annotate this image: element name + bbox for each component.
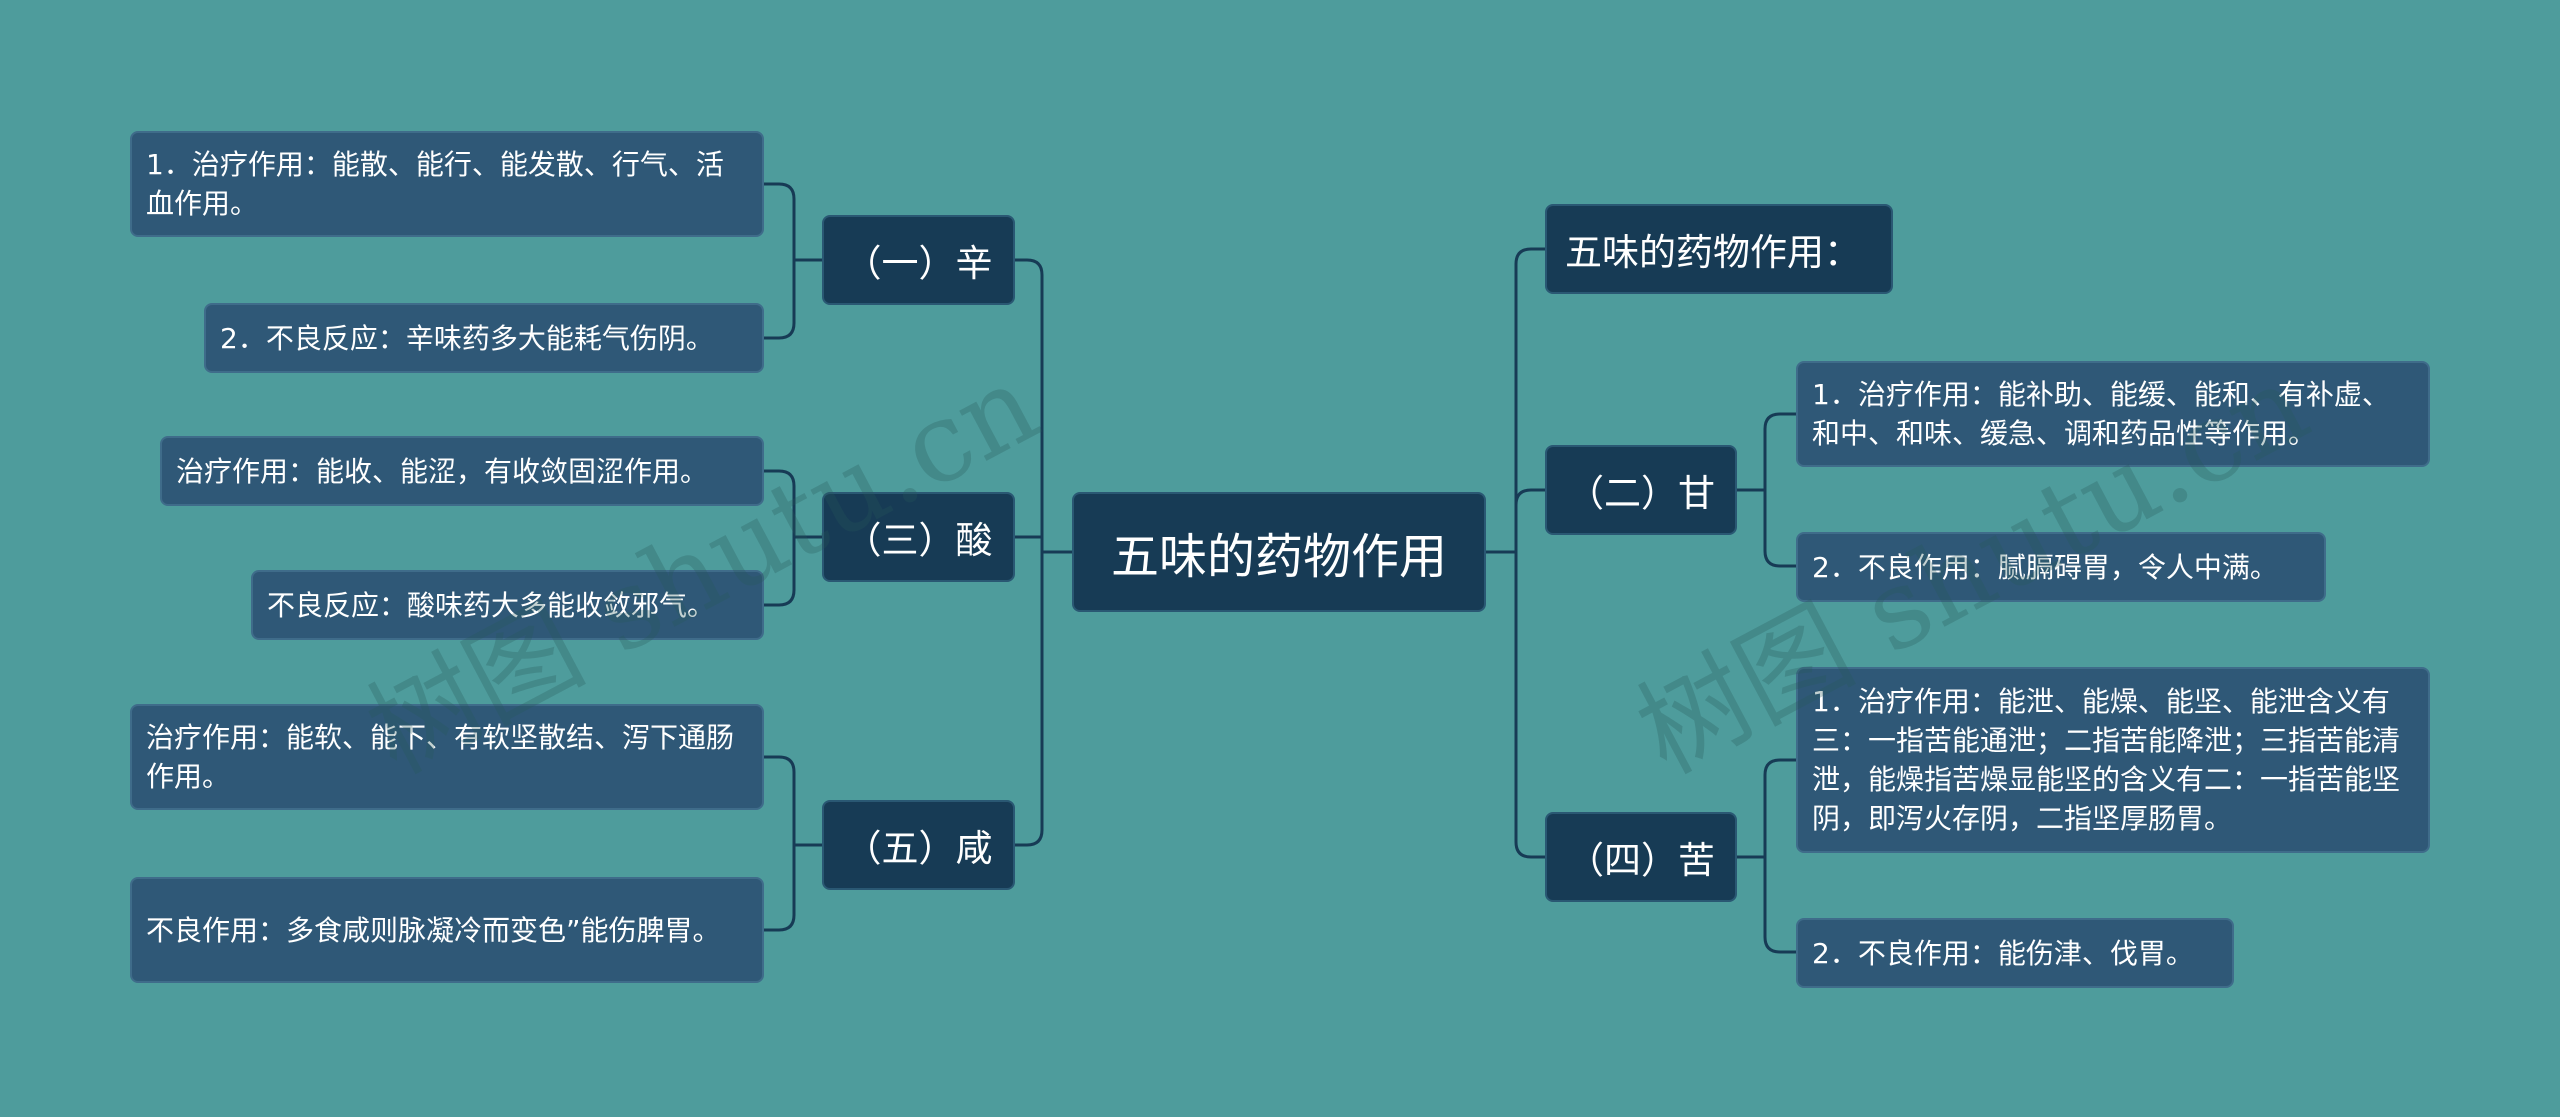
leaf-xin-2-text: 2．不良反应：辛味药多大能耗气伤阴。 (220, 321, 714, 355)
leaf-xian-1-text: 治疗作用：能软、能下、有软坚散结、泻下通肠作用。 (146, 721, 735, 793)
leaf-suan-2[interactable]: 不良反应：酸味药大多能收敛邪气。 (251, 570, 764, 640)
leaf-gan-2[interactable]: 2．不良作用：腻膈碍胃，令人中满。 (1796, 532, 2326, 602)
link-ku-1 (1735, 758, 1798, 859)
leaf-xian-2-text: 不良作用：多食咸则脉凝冷而变色”能伤脾胃。 (146, 913, 721, 947)
branch-ku-label: （四）苦 (1567, 839, 1715, 882)
root-label: 五味的药物作用 (1110, 529, 1447, 585)
leaf-gan-1[interactable]: 1．治疗作用：能补助、能缓、能和、有补虚、和中、和味、缓急、调和药品性等作用。 (1796, 361, 2430, 467)
branch-suan[interactable]: （三）酸 (822, 492, 1015, 582)
leaf-xian-2[interactable]: 不良作用：多食咸则脉凝冷而变色”能伤脾胃。 (130, 877, 764, 983)
leaf-suan-1[interactable]: 治疗作用：能收、能涩，有收敛固涩作用。 (160, 436, 764, 506)
leaf-gan-1-text: 1．治疗作用：能补助、能缓、能和、有补虚、和中、和味、缓急、调和药品性等作用。 (1812, 378, 2390, 450)
leaf-xin-1[interactable]: 1．治疗作用：能散、能行、能发散、行气、活血作用。 (130, 131, 764, 237)
branch-intro-label: 五味的药物作用： (1565, 231, 1861, 274)
link-xin-1 (762, 182, 824, 262)
branch-xin[interactable]: （一）辛 (822, 215, 1015, 305)
branch-xian-label: （五）咸 (844, 827, 993, 870)
link-xian-1 (762, 755, 824, 847)
link-xin-2 (762, 258, 824, 340)
leaf-suan-1-text: 治疗作用：能收、能涩，有收敛固涩作用。 (176, 454, 709, 488)
leaf-ku-2[interactable]: 2．不良作用：能伤津、伐胃。 (1796, 918, 2234, 988)
link-suan-1 (762, 469, 824, 539)
leaf-gan-2-text: 2．不良作用：腻膈碍胃，令人中满。 (1812, 550, 2278, 584)
branch-suan-label: （三）酸 (844, 519, 993, 562)
link-root-gan (1484, 488, 1547, 554)
link-gan-1 (1735, 412, 1798, 492)
link-gan-2 (1735, 488, 1798, 568)
leaf-xin-1-text: 1．治疗作用：能散、能行、能发散、行气、活血作用。 (146, 148, 724, 220)
link-root-suan (1013, 535, 1074, 554)
branch-xin-label: （一）辛 (844, 242, 993, 285)
leaf-ku-2-text: 2．不良作用：能伤津、伐胃。 (1812, 936, 2194, 970)
link-root-xian (1013, 550, 1074, 847)
leaf-xian-1[interactable]: 治疗作用：能软、能下、有软坚散结、泻下通肠作用。 (130, 704, 764, 810)
leaf-ku-1-text: 1．治疗作用：能泄、能燥、能坚、能泄含义有三：一指苦能通泄；二指苦能降泄；三指苦… (1812, 685, 2401, 835)
link-root-intro (1484, 247, 1547, 554)
branch-xian[interactable]: （五）咸 (822, 800, 1015, 890)
leaf-ku-1[interactable]: 1．治疗作用：能泄、能燥、能坚、能泄含义有三：一指苦能通泄；二指苦能降泄；三指苦… (1796, 667, 2430, 853)
branch-ku[interactable]: （四）苦 (1545, 812, 1737, 902)
branch-intro[interactable]: 五味的药物作用： (1545, 204, 1893, 294)
root-node[interactable]: 五味的药物作用 (1072, 492, 1486, 612)
branch-gan[interactable]: （二）甘 (1545, 445, 1737, 535)
leaf-suan-2-text: 不良反应：酸味药大多能收敛邪气。 (267, 588, 716, 622)
branch-gan-label: （二）甘 (1567, 472, 1715, 515)
link-xian-2 (762, 843, 824, 932)
link-ku-2 (1735, 855, 1798, 954)
leaf-xin-2[interactable]: 2．不良反应：辛味药多大能耗气伤阴。 (204, 303, 764, 373)
link-suan-2 (762, 535, 824, 607)
link-root-ku (1484, 550, 1547, 859)
link-root-xin (1013, 258, 1074, 554)
